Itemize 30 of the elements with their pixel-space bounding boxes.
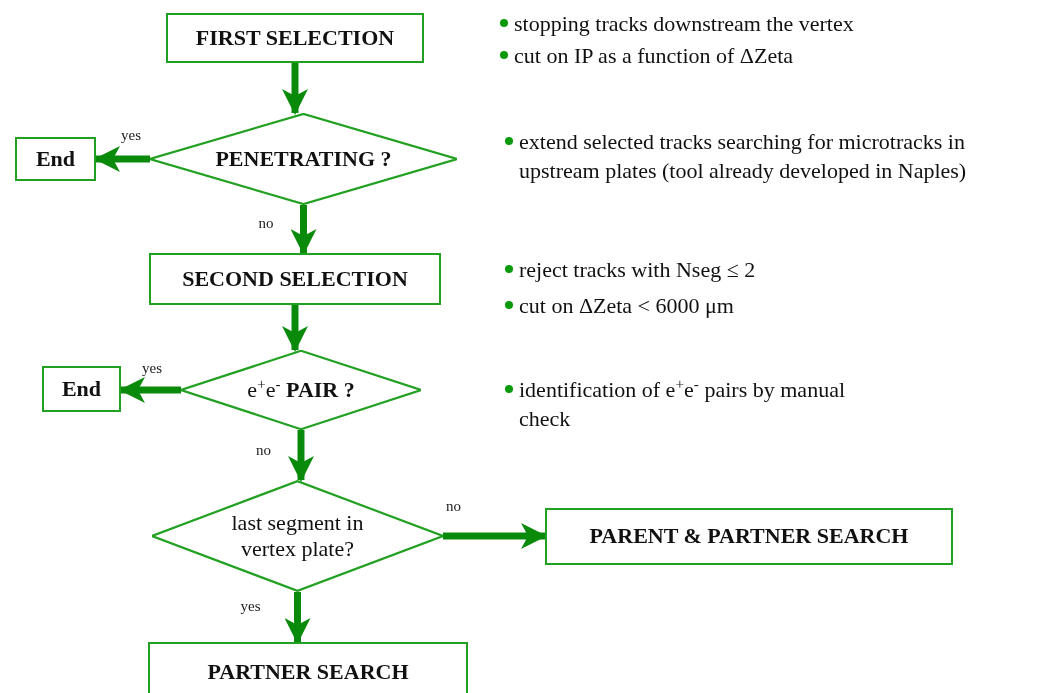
arrow [288, 430, 314, 482]
arrow [443, 523, 547, 549]
bullet-note: cut on ΔZeta < 6000 μm [505, 292, 1019, 321]
bullet-note: stopping tracks downstream the vertex [500, 10, 1014, 39]
node-label: SECOND SELECTION [182, 265, 408, 293]
bullet-note: reject tracks with Nseg ≤ 2 [505, 256, 1019, 285]
decision-diamond [152, 480, 443, 592]
arrow [290, 205, 317, 255]
bullet-note: identification of e$^{+}$e$^{-}$ pairs by manual check [505, 376, 869, 434]
process-box [545, 508, 953, 565]
bullet-note: cut on IP as a function of ΔZeta [500, 42, 1014, 71]
process-box [148, 642, 468, 693]
process-box [166, 13, 424, 63]
process-box [42, 366, 121, 412]
arrow [284, 592, 311, 644]
node-label: PARENT & PARTNER SEARCH [589, 523, 909, 550]
process-box [15, 137, 96, 181]
bullet-note: extend selected tracks searching for microtracks in upstream plates (tool already developed in Naples) [505, 128, 1041, 186]
arrow [282, 63, 308, 115]
node-label: End [61, 375, 102, 403]
arrow [282, 305, 308, 352]
node-label: PENETRATING ? [215, 145, 392, 173]
node-label: FIRST SELECTION [195, 24, 395, 52]
decision-diamond [150, 113, 457, 205]
process-box [149, 253, 441, 305]
decision-diamond [181, 350, 421, 430]
node-label: e$^{+}$e$^{-}$ PAIR ? [247, 376, 355, 404]
node-label: End [35, 145, 76, 173]
node-label: last segment in vertex plate? [230, 509, 365, 563]
node-label: PARTNER SEARCH [207, 658, 409, 686]
